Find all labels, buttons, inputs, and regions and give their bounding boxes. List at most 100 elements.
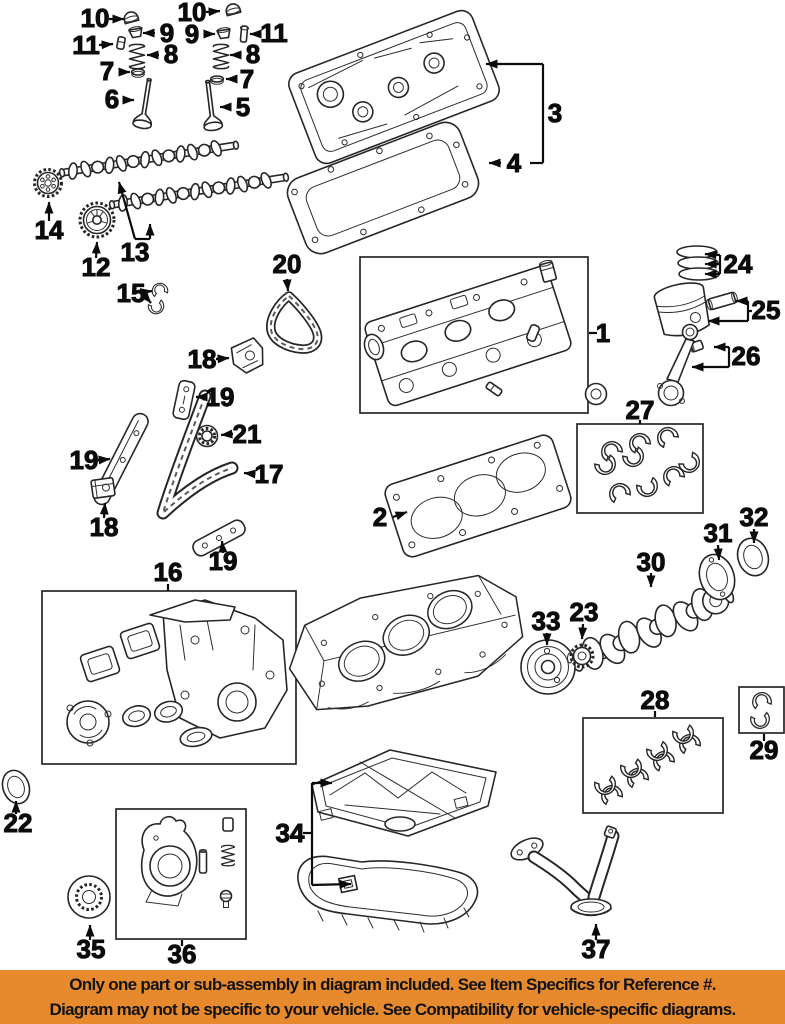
callout-spring-seat-left: 7 <box>99 56 131 87</box>
callout-valve-right: 5 <box>219 92 251 123</box>
svg-text:33: 33 <box>532 606 561 636</box>
callout-crankshaft: 30 <box>636 547 666 588</box>
svg-text:16: 16 <box>154 557 183 587</box>
callout-connecting-rod: 26 <box>691 341 761 372</box>
chain-tensioner-upper-art <box>230 337 264 374</box>
svg-text:11: 11 <box>72 30 100 60</box>
chain-guide-lower-art <box>192 519 246 557</box>
valve-parts-left-art <box>116 11 160 131</box>
callout-main-bearings: 28 <box>640 685 670 717</box>
svg-text:24: 24 <box>724 249 753 279</box>
callout-seal-21: 21 <box>220 419 262 450</box>
svg-text:6: 6 <box>105 84 119 114</box>
oil-pump-box <box>115 808 247 940</box>
svg-text:26: 26 <box>732 341 761 371</box>
svg-text:19: 19 <box>206 382 235 412</box>
svg-text:3: 3 <box>548 98 562 128</box>
svg-text:7: 7 <box>100 56 114 86</box>
svg-text:21: 21 <box>233 419 262 449</box>
svg-text:2: 2 <box>373 502 387 532</box>
oil-pickup-tube-art <box>510 825 620 917</box>
callout-valve-cap-left: 10 <box>80 3 125 34</box>
head-gasket-art <box>384 434 572 558</box>
svg-text:18: 18 <box>90 512 119 542</box>
callout-chain-guide-upper: 19 <box>195 382 235 413</box>
retainer-plate-art <box>698 553 736 601</box>
svg-text:27: 27 <box>626 395 655 425</box>
valve-cover-gasket-art <box>286 121 480 255</box>
svg-text:28: 28 <box>641 685 670 715</box>
thrust-washers-art <box>749 690 773 731</box>
small-timing-chain-art <box>266 291 323 354</box>
callout-spring-seat-right: 7 <box>225 64 255 95</box>
svg-text:15: 15 <box>117 278 146 308</box>
callout-chain-tensioner-lower: 18 <box>89 502 119 543</box>
callout-front-seal: 22 <box>3 800 33 839</box>
callout-cam-bearings: 15 <box>116 278 153 309</box>
valve-parts-right-art <box>197 3 250 133</box>
callout-valve-keeper-left: 11 <box>72 30 114 61</box>
cam-bearings-art <box>146 281 169 317</box>
vvt-gear-art <box>78 201 116 239</box>
callout-oil-pan: 34 <box>275 778 352 889</box>
crank-pulley-art <box>520 639 576 695</box>
svg-text:23: 23 <box>570 597 599 627</box>
callout-valve-spring-left: 8 <box>146 39 179 70</box>
camshaft-front-art <box>57 135 241 183</box>
svg-text:31: 31 <box>704 518 733 548</box>
front-seal-art <box>1 769 31 805</box>
oil-pump-art <box>140 815 236 908</box>
callout-valve-spring-right: 8 <box>229 39 261 70</box>
disclaimer-banner: Only one part or sub-assembly in diagram… <box>0 970 785 1024</box>
oil-pan-lower-art <box>297 855 479 933</box>
callout-retainer-plate: 31 <box>703 518 733 561</box>
svg-text:20: 20 <box>273 249 302 279</box>
seal-21-art <box>195 424 219 448</box>
svg-text:10: 10 <box>81 3 110 33</box>
callout-chain-tensioner-upper: 18 <box>187 344 230 375</box>
crank-gear-art <box>567 643 595 669</box>
callout-valve-cover-gasket: 4 <box>488 148 522 179</box>
callout-timing-cover-kit: 16 <box>153 557 183 591</box>
timing-cover-art <box>66 599 288 748</box>
disclaimer-line-1: Only one part or sub-assembly in diagram… <box>69 975 716 994</box>
svg-text:37: 37 <box>582 934 611 964</box>
svg-text:19: 19 <box>70 445 99 475</box>
callout-head-gasket: 2 <box>372 502 408 533</box>
svg-text:34: 34 <box>276 818 305 848</box>
svg-text:7: 7 <box>240 64 254 94</box>
svg-text:36: 36 <box>168 939 197 969</box>
svg-text:14: 14 <box>35 215 64 245</box>
callout-piston-and-pin: 25 <box>707 295 781 326</box>
svg-text:25: 25 <box>752 295 781 325</box>
piston-pin-art <box>706 291 738 311</box>
main-bearings-art <box>592 724 703 806</box>
callout-oil-pump: 36 <box>167 939 197 970</box>
callout-valve-cap-right: 10 <box>177 0 221 28</box>
svg-text:5: 5 <box>236 92 250 122</box>
svg-text:22: 22 <box>4 808 33 838</box>
svg-text:9: 9 <box>185 19 199 49</box>
thrust-washers-box <box>738 686 785 734</box>
cylinder-head-art <box>363 259 608 407</box>
svg-text:10: 10 <box>178 0 207 27</box>
chain-guide-upper-art <box>172 379 196 421</box>
main-bearings-box <box>582 717 724 814</box>
callout-crank-pulley: 33 <box>531 606 561 646</box>
chain-tensioner-lower-art <box>90 477 116 499</box>
cam-sprocket-art <box>33 168 63 198</box>
callout-cam-sprocket: 14 <box>34 201 64 246</box>
callout-cylinder-head: 1 <box>589 318 611 349</box>
callout-rear-main-seal: 32 <box>739 502 769 544</box>
callout-camshafts: 13 <box>117 181 155 268</box>
disclaimer-line-2: Diagram may not be specific to your vehi… <box>49 1000 737 1019</box>
callout-valve-cover: 3 <box>485 59 563 165</box>
svg-text:30: 30 <box>637 547 666 577</box>
oil-pan-upper-art <box>311 749 497 837</box>
callout-valve-left: 6 <box>104 84 135 115</box>
svg-text:1: 1 <box>596 318 610 348</box>
svg-text:29: 29 <box>750 735 779 765</box>
callout-small-timing-chain: 20 <box>272 249 302 292</box>
cylinder-head-box <box>359 256 589 414</box>
